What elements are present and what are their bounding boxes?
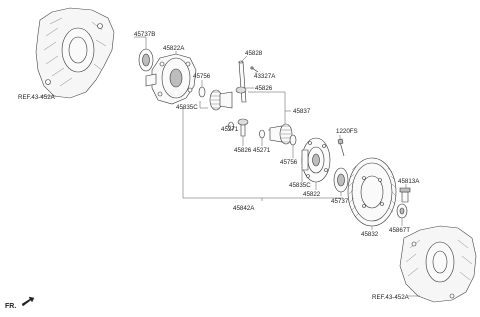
label-45837: 45837	[293, 108, 311, 115]
label-43327a: 43327A	[254, 73, 276, 80]
label-45835c-right: 45835C	[289, 182, 311, 189]
label-45271-left: 45271	[221, 126, 239, 133]
pinion-shaft-45828	[238, 60, 247, 103]
pinion-gear-45826-top	[235, 86, 247, 94]
label-45737b-bottom: 45737B	[331, 198, 352, 205]
front-arrow-icon	[21, 296, 35, 307]
bolt-1220fs	[337, 138, 345, 157]
oil-seal-45867t	[396, 203, 408, 219]
washer-45756-bottom	[289, 134, 297, 146]
bearing-45737b-bottom	[333, 167, 349, 193]
label-45826-top: 45826	[255, 85, 273, 92]
label-45756-bottom: 45756	[280, 159, 298, 166]
transmission-case-right	[399, 225, 477, 303]
side-gear-45835c-left	[209, 89, 233, 111]
label-45271-right: 45271	[253, 147, 271, 154]
front-direction-label: FR.	[5, 303, 16, 310]
label-45835c-left: 45835C	[176, 104, 198, 111]
label-45828: 45828	[245, 50, 263, 57]
differential-case-45822	[301, 137, 331, 183]
lock-pin-43327a	[250, 66, 259, 73]
ref-label-left: REF.43-452A	[18, 94, 56, 101]
differential-case-45822a	[145, 53, 197, 105]
label-45826-bottom: 45826	[234, 147, 252, 154]
label-45842a: 45842A	[233, 205, 255, 212]
bearing-45737b-top	[138, 48, 154, 72]
bracket-45842a	[182, 108, 343, 199]
label-45832: 45832	[361, 231, 379, 238]
label-1220fs: 1220FS	[336, 128, 358, 135]
label-45822a: 45822A	[163, 45, 185, 52]
transmission-case-left	[35, 7, 115, 99]
thrust-washer-45271-right	[259, 129, 265, 139]
label-45813a: 45813A	[398, 178, 420, 185]
side-gear-45835c-right	[269, 123, 293, 145]
sensor-45813a	[399, 187, 411, 203]
ref-label-right: REF.43-452A	[372, 294, 410, 301]
label-45737b-top: 45737B	[134, 31, 155, 38]
label-45822: 45822	[303, 191, 321, 198]
ring-gear-45832	[347, 157, 397, 227]
pinion-gear-45826-bottom	[237, 118, 249, 137]
label-45867t: 45867T	[389, 227, 410, 234]
washer-45756-top	[198, 86, 206, 98]
label-45756-top: 45756	[193, 73, 211, 80]
bracket-45837	[248, 91, 286, 131]
